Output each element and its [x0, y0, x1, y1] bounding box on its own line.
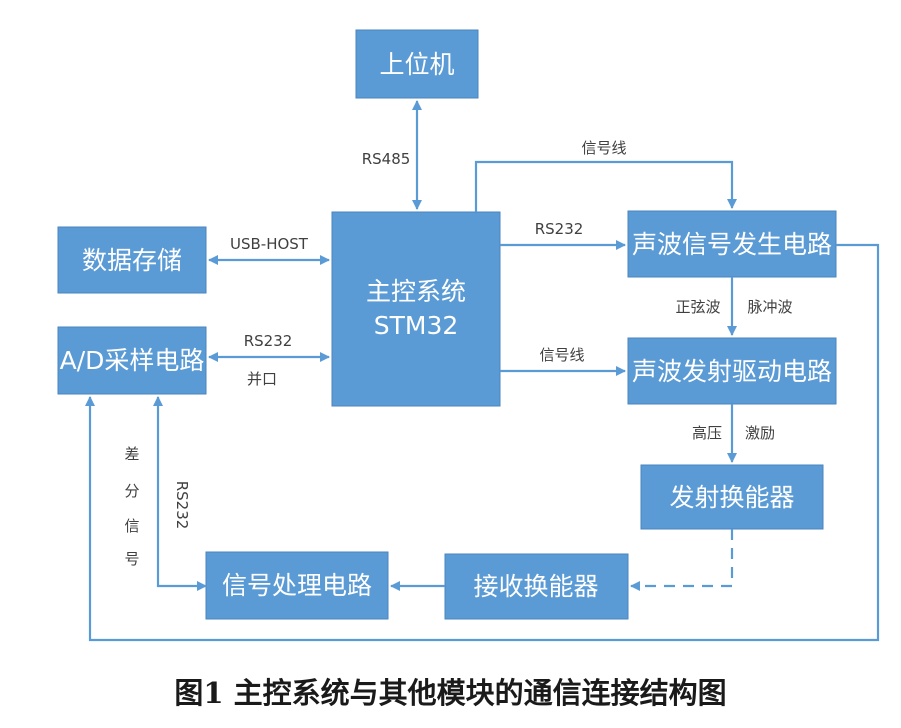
- parallel-port-label: 并口: [247, 370, 277, 388]
- rs232-generator-label: RS232: [535, 220, 584, 238]
- main-control-box: 主控系统 STM32: [331, 211, 501, 407]
- transmit-transducer-box: 发射换能器: [640, 464, 824, 530]
- figure-caption: 图1 主控系统与其他模块的通信连接结构图: [174, 676, 727, 710]
- receive-transducer-label: 接收换能器: [473, 572, 598, 601]
- drive-circuit-label: 声波发射驱动电路: [632, 357, 832, 386]
- svg-text:分: 分: [124, 482, 139, 500]
- drive-circuit-box: 声波发射驱动电路: [627, 337, 837, 405]
- transmit-transducer-label: 发射换能器: [669, 483, 794, 512]
- signal-generator-box: 声波信号发生电路: [627, 210, 837, 278]
- high-voltage-label: 高压: [692, 424, 722, 442]
- signal-line-mid-label: 信号线: [539, 346, 584, 364]
- sine-wave-label: 正弦波: [675, 298, 720, 316]
- rs485-label: RS485: [362, 150, 411, 168]
- data-storage-label: 数据存储: [82, 246, 182, 275]
- host-pc-label: 上位机: [379, 50, 454, 79]
- svg-text:差: 差: [124, 445, 139, 463]
- differential-signal-label: 差 分 信 号: [124, 445, 139, 568]
- ad-sampling-box: A/D采样电路: [57, 326, 207, 395]
- signal-line-top-connector: [474, 160, 737, 212]
- ad-sampling-label: A/D采样电路: [60, 346, 205, 375]
- svg-text:信: 信: [124, 517, 139, 535]
- processing-to-ad-connector: [153, 396, 207, 591]
- signal-processing-label: 信号处理电路: [222, 571, 372, 600]
- main-control-model: STM32: [374, 311, 459, 340]
- excitation-label: 激励: [745, 424, 775, 442]
- signal-processing-box: 信号处理电路: [205, 551, 389, 620]
- main-control-label: 主控系统: [366, 277, 466, 306]
- data-storage-box: 数据存储: [57, 226, 207, 294]
- svg-text:号: 号: [124, 550, 139, 568]
- transducer-dashed-connector: [630, 529, 734, 591]
- rs232-parallel-label: RS232: [244, 332, 293, 350]
- rs232-vertical-label: RS232: [173, 481, 191, 530]
- usb-host-label: USB-HOST: [230, 235, 309, 253]
- host-pc-box: 上位机: [355, 29, 479, 99]
- signal-line-top-label: 信号线: [581, 139, 626, 157]
- feedback-loop-connector: [85, 243, 880, 642]
- receive-transducer-box: 接收换能器: [444, 553, 629, 620]
- signal-generator-label: 声波信号发生电路: [632, 230, 832, 259]
- pulse-wave-label: 脉冲波: [747, 298, 792, 316]
